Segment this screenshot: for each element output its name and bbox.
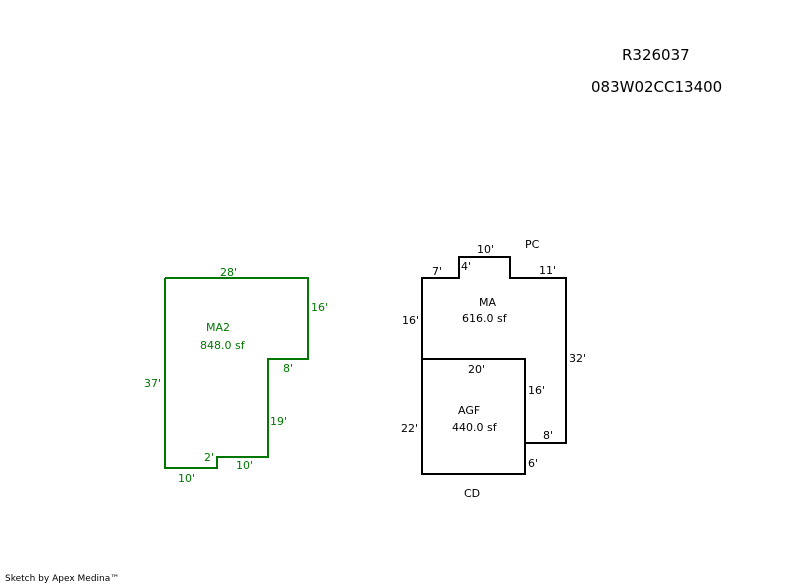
ma2-dim-top: 28': [220, 266, 237, 279]
ma-dim-right-top: 11': [539, 264, 556, 277]
ma-label: MA: [479, 296, 496, 309]
ma2-dim-lower-right: 19': [270, 415, 287, 428]
ma2-label: MA2: [206, 321, 230, 334]
ma-dim-bump-left: 4': [461, 260, 471, 273]
agf-dim-top: 20': [468, 363, 485, 376]
agf-dim-right: 16': [528, 384, 545, 397]
ma-dim-right: 32': [569, 352, 586, 365]
ma-dim-bump-top: 10': [477, 243, 494, 256]
ma2-dim-right: 16': [311, 301, 328, 314]
ma2-dim-step: 8': [283, 362, 293, 375]
ma2-dim-bottom-right: 10': [236, 459, 253, 472]
ma-dim-lower-step: 8': [543, 429, 553, 442]
footer-credit: Sketch by Apex Medina™: [5, 574, 120, 584]
agf-label: AGF: [458, 404, 480, 417]
ma2-outline: [164, 277, 309, 469]
ma-area: 616.0 sf: [462, 312, 508, 325]
ma2-area: 848.0 sf: [200, 339, 246, 352]
agf-area: 440.0 sf: [452, 421, 498, 434]
ma-dim-left-top: 7': [432, 265, 442, 278]
annotation-pc: PC: [525, 238, 540, 251]
ma-outline: [421, 256, 567, 474]
agf-dim-right-lower: 6': [528, 457, 538, 470]
ma-dim-left: 16': [402, 314, 419, 327]
ma2-dim-notch: 2': [204, 451, 214, 464]
agf-outline: [421, 358, 526, 475]
ma2-dim-left: 37': [144, 377, 161, 390]
ma2-dim-bottom-left: 10': [178, 472, 195, 485]
account-id: R326037: [622, 46, 690, 64]
annotation-cd: CD: [464, 487, 480, 500]
map-tax-lot: 083W02CC13400: [591, 78, 723, 96]
agf-dim-left: 22': [401, 422, 418, 435]
